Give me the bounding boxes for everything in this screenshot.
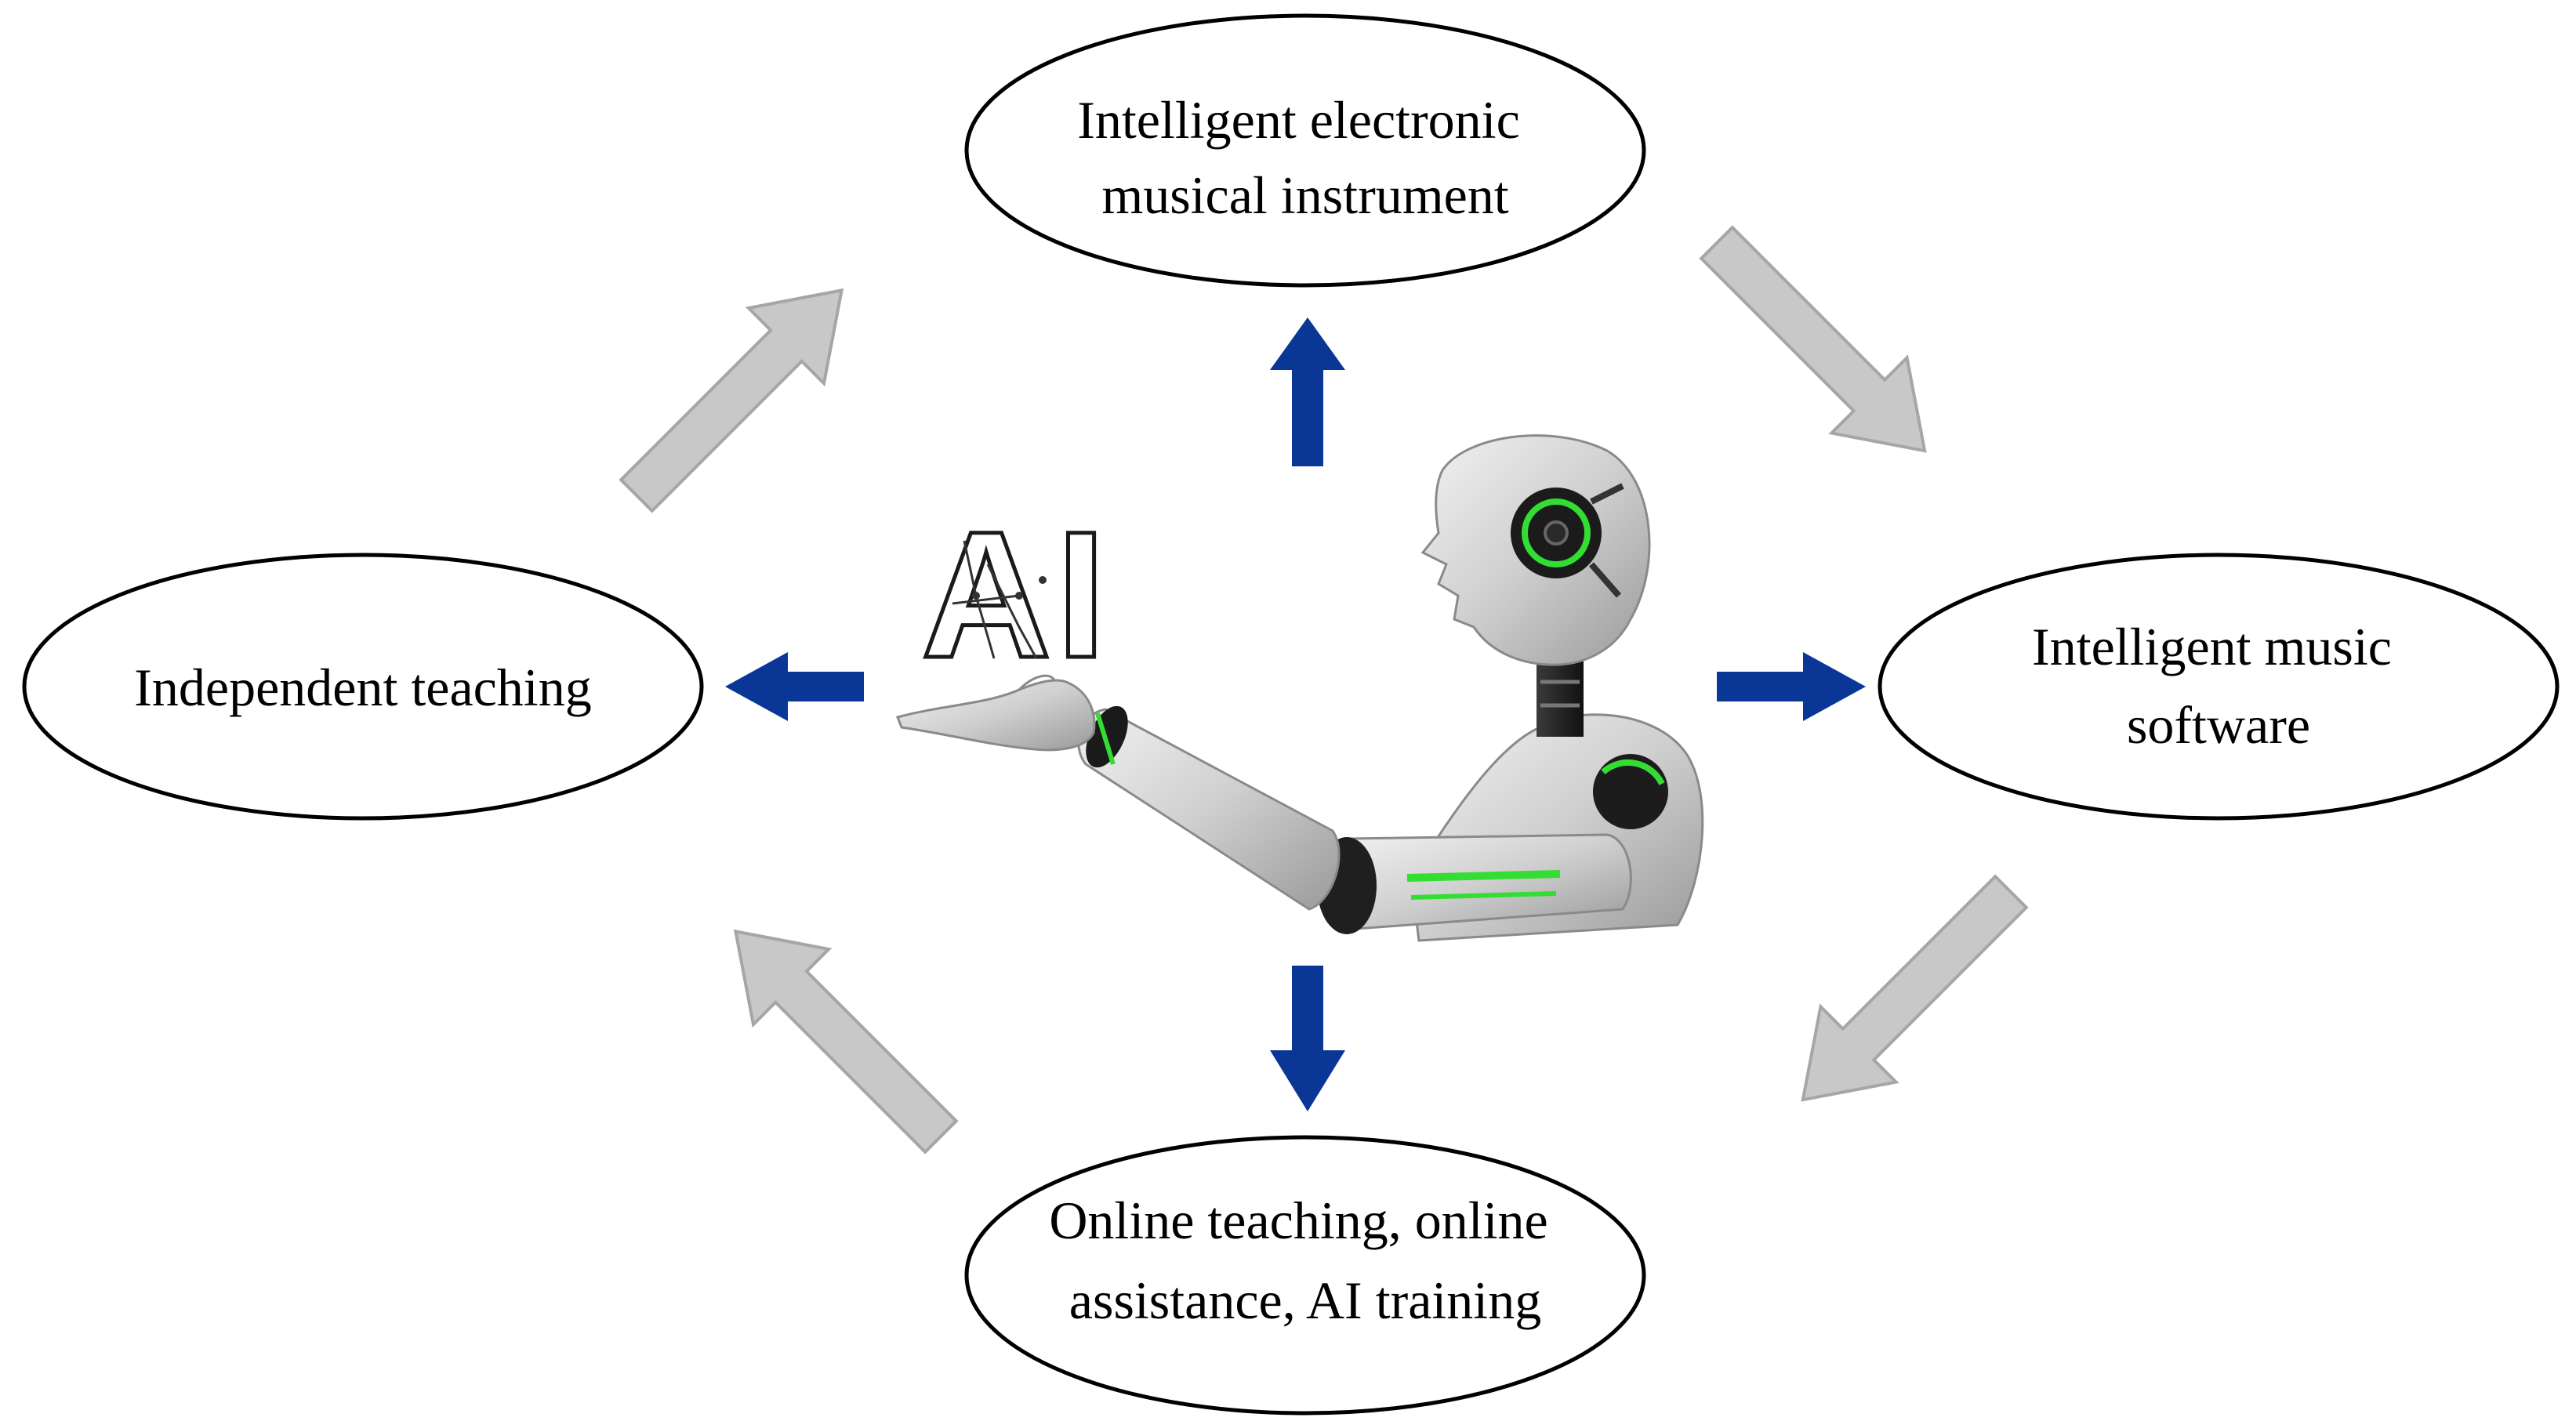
node-bottom: Online teaching, online assistance, AI t… [964, 1135, 1646, 1416]
node-top-label: Intelligent electronic musical instrumen… [1077, 90, 1533, 225]
node-left-ellipse [22, 553, 704, 821]
node-bottom-label: Online teaching, online assistance, AI t… [1049, 1191, 1561, 1330]
node-top-line-1: Intelligent electronic [1077, 90, 1520, 150]
robot-illustration [896, 434, 1704, 942]
node-top-line-2: musical instrument [1101, 165, 1508, 225]
ai-logo: AI [920, 492, 1111, 698]
cycle-arrow-top-to-right [1699, 225, 1927, 453]
node-left-label: Independent teaching [134, 658, 591, 717]
spoke-arrow-right [1717, 652, 1866, 721]
spoke-arrow-up [1270, 317, 1345, 466]
node-right-label: Intelligent music software [2032, 617, 2405, 755]
node-left-line-1: Independent teaching [134, 658, 591, 717]
ai-logo-text: AI [921, 494, 1111, 695]
node-right-line-1: Intelligent music [2032, 617, 2392, 676]
node-right-line-2: software [2127, 695, 2310, 755]
node-bottom-ellipse [964, 1135, 1646, 1416]
node-right-ellipse [1878, 553, 2560, 821]
node-bottom-line-1: Online teaching, online [1049, 1191, 1547, 1250]
cycle-arrow-right-to-bottom [1801, 874, 2029, 1102]
node-top-ellipse [964, 13, 1646, 288]
cycle-arrow-bottom-to-left [733, 929, 959, 1155]
cycle-arrow-left-to-top [619, 288, 844, 513]
node-right: Intelligent music software [1878, 553, 2560, 821]
robot-head-ring [1522, 498, 1591, 567]
node-left: Independent teaching [22, 553, 704, 821]
node-bottom-line-2: assistance, AI training [1069, 1271, 1541, 1330]
node-top: Intelligent electronic musical instrumen… [964, 13, 1646, 288]
spoke-arrow-down [1270, 966, 1345, 1111]
spoke-arrow-left [725, 652, 864, 721]
